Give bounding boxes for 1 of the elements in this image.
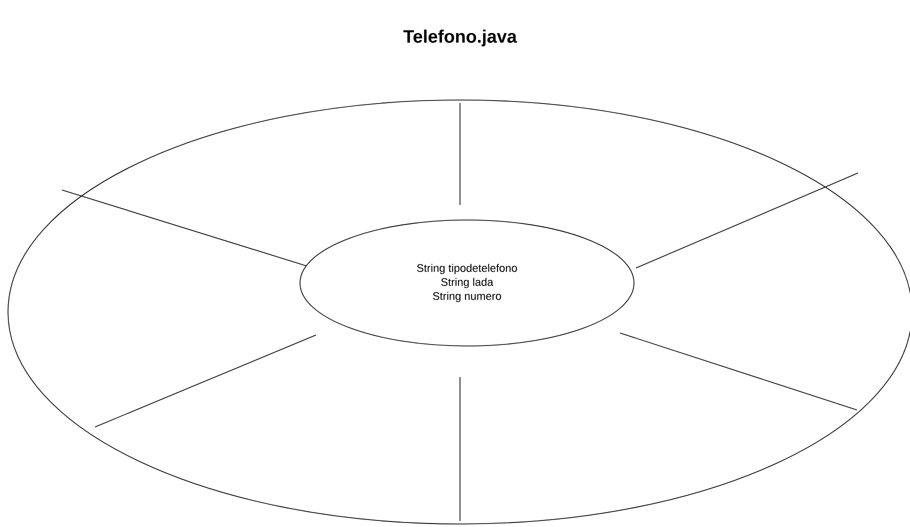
title: Telefono.java (403, 30, 517, 46)
